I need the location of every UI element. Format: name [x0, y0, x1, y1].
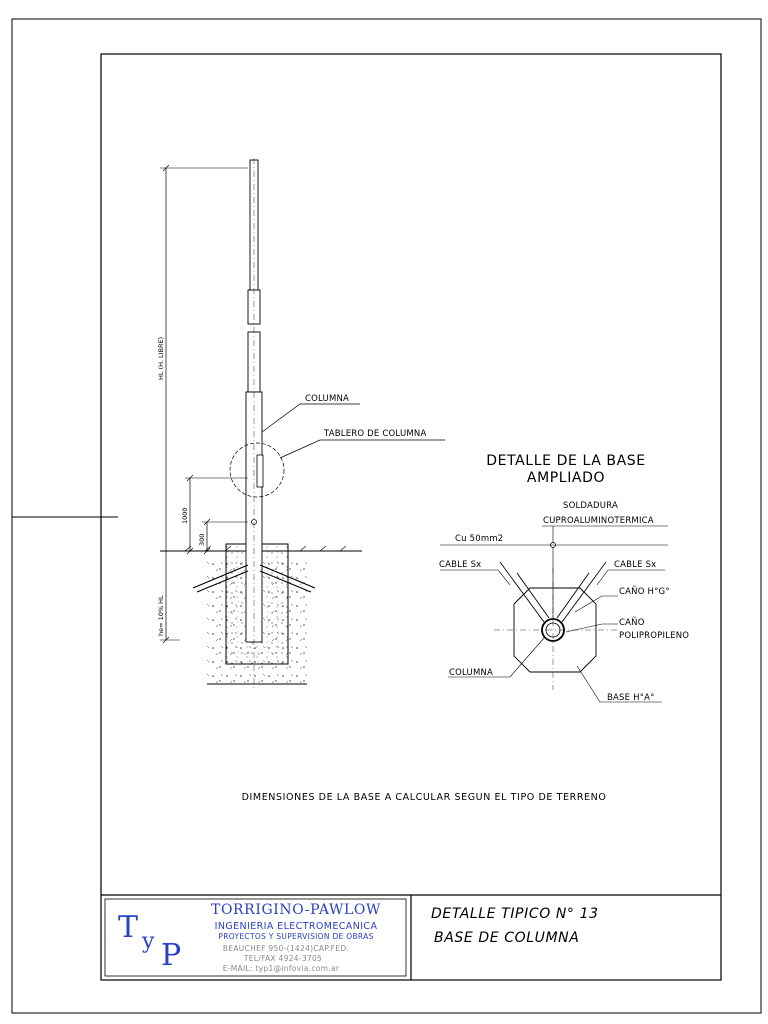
- dim-1000: 1000: [181, 507, 189, 524]
- dim-300: 300: [198, 534, 206, 546]
- company-box: [104, 898, 407, 977]
- label-tablero-de-columna: TABLERO DE COLUMNA: [323, 429, 426, 439]
- company-line2: PROYECTOS Y SUPERVISION DE OBRAS: [218, 932, 373, 941]
- company-line1: INGENIERIA ELECTROMECANICA: [215, 921, 378, 932]
- label-cable-sx-left: CABLE Sx: [439, 560, 481, 570]
- label-cano-hg: CAÑO H°G°: [619, 586, 670, 597]
- detail-number: DETALLE TIPICO N° 13: [431, 906, 599, 922]
- detail-title-line1: DETALLE DE LA BASE: [486, 453, 646, 469]
- company-phone: TEL/FAX 4924-3705: [243, 954, 322, 963]
- detail-callout-circle: [229, 442, 285, 498]
- base-detail-plan: [440, 525, 668, 703]
- label-columna: COLUMNA: [305, 394, 349, 404]
- outer-frame: [11, 18, 762, 1014]
- svg-text:y: y: [141, 929, 155, 954]
- company-address: BEAUCHEF 950-(1424)CAP.FED.: [223, 944, 349, 953]
- company-email: E-MAIL: typ1@infovia.com.ar: [223, 964, 340, 973]
- label-columna-detail: COLUMNA: [449, 668, 493, 678]
- dim-he: he= 10% HL: [157, 595, 165, 636]
- svg-text:P: P: [161, 938, 181, 973]
- foundation-note: DIMENSIONES DE LA BASE A CALCULAR SEGUN …: [242, 792, 607, 803]
- svg-text:T: T: [118, 910, 138, 945]
- detail-title-line2: AMPLIADO: [527, 470, 605, 486]
- label-soldadura: SOLDADURA: [563, 501, 618, 511]
- dim-hl: HL (H. LIBRE): [157, 337, 165, 380]
- column-elevation: [160, 158, 445, 690]
- label-cu-50mm2: Cu 50mm2: [455, 534, 503, 544]
- label-cano: CAÑO: [619, 617, 645, 628]
- label-base-ha: BASE H°A°: [607, 693, 655, 703]
- label-polipropileno: POLIPROPILENO: [619, 631, 689, 641]
- typ-logo: T y P: [118, 910, 181, 973]
- detail-name: BASE DE COLUMNA: [434, 930, 579, 946]
- company-name: TORRIGINO-PAWLOW: [211, 902, 381, 918]
- label-cuproaluminotermica: CUPROALUMINOTERMICA: [543, 516, 654, 526]
- label-cable-sx-right: CABLE Sx: [614, 560, 656, 570]
